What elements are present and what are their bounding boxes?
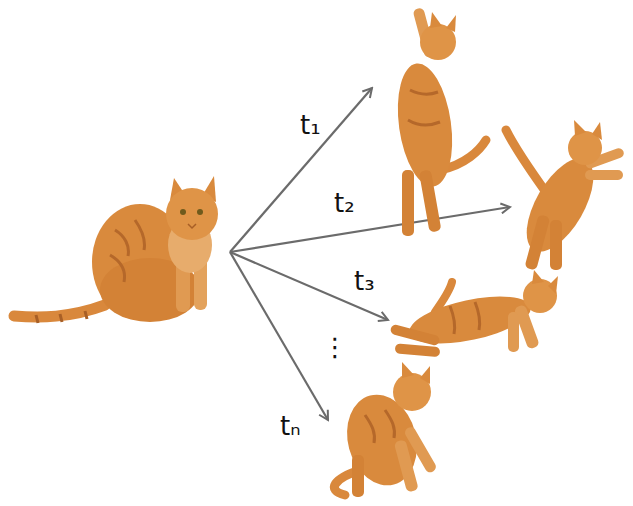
time-label: t₃ — [354, 268, 375, 294]
stretching-cat — [390, 270, 558, 357]
time-label: tₙ — [280, 413, 301, 439]
standing-cat — [391, 7, 486, 236]
time-label: t₂ — [334, 190, 355, 216]
ellipsis-mark: ⋮ — [322, 334, 348, 360]
leaping-cat — [506, 120, 625, 271]
time-arrows — [230, 88, 510, 420]
sitting-cat — [14, 176, 218, 323]
time-label: t₁ — [300, 112, 321, 138]
landing-cat — [334, 362, 437, 497]
